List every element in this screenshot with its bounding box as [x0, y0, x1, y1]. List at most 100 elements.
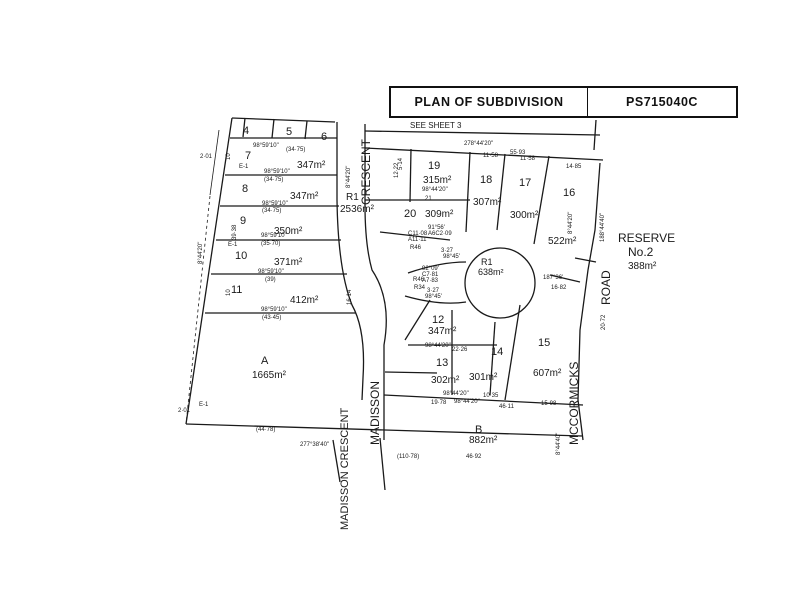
- lot-14-west-line: [489, 321, 496, 396]
- lot-label: 18: [480, 174, 492, 186]
- dim-label: A7·83: [422, 278, 439, 284]
- lot-area: 371m²: [274, 257, 303, 268]
- dim-label: 98°44'20": [425, 343, 451, 349]
- lot-4-5-line: [242, 117, 246, 138]
- lot-16-17-line: [533, 155, 550, 245]
- dim-label: 46·11: [499, 404, 515, 410]
- lot-label: 17: [519, 177, 531, 189]
- dim-label: 98°44'20": [454, 399, 480, 405]
- lot-label: 9: [240, 215, 246, 227]
- north-boundary-east: [364, 130, 601, 136]
- sheet-note: SEE SHEET 3: [410, 121, 462, 130]
- west-boundary: [185, 117, 233, 425]
- dim-label: 98°45': [425, 294, 442, 300]
- lot-area: 300m²: [510, 210, 539, 221]
- dim-label: 277°38'40": [300, 442, 329, 448]
- dim-label: 20·72: [601, 314, 607, 330]
- lot-labels: 4 5 6 7 347m² 8 347m² 9 350m² 10 371m² 1…: [231, 125, 577, 446]
- dim-label: E-1: [228, 242, 238, 248]
- lot-label: 15: [538, 337, 550, 349]
- lot-area: 350m²: [274, 226, 303, 237]
- madisson-south-east: [379, 437, 386, 491]
- lot-label: 4: [243, 125, 249, 137]
- north-east-stub: [593, 119, 597, 151]
- dim-label: 22·26: [452, 347, 468, 353]
- dim-label: 15·98: [541, 401, 557, 407]
- dim-label: 21: [425, 196, 432, 202]
- dim-label: C11·08: [408, 231, 428, 237]
- lot-area: 607m²: [533, 368, 562, 379]
- reserve-label: RESERVE: [618, 231, 675, 245]
- lot-label: R1: [481, 257, 493, 267]
- lot-area: 347m²: [290, 191, 319, 202]
- dim-label: R46: [413, 277, 425, 283]
- reserve-line: [574, 257, 597, 263]
- dim-label: (110·78): [397, 454, 419, 460]
- court-bulb: [464, 247, 536, 319]
- dim-label: (34·75): [286, 147, 305, 153]
- dim-label: 11·58: [483, 153, 499, 159]
- dim-label: 3·27: [441, 248, 454, 254]
- dim-label: 16·14: [347, 289, 353, 305]
- lot-area: 347m²: [297, 160, 326, 171]
- lot-area: 315m²: [423, 175, 452, 186]
- dim-label: 2·01: [178, 408, 191, 414]
- lot-19-west-line: [409, 148, 412, 203]
- dim-label: (44·78): [256, 427, 275, 433]
- lot-label: 19: [428, 160, 440, 172]
- road-mccormicks: MCCORMICKS: [567, 362, 581, 445]
- lot-area: 347m²: [428, 326, 457, 337]
- dimension-labels: 98°59'10" (34·75) 98°59'10" (34·75) 98°5…: [178, 141, 607, 460]
- lot-label: 5: [286, 126, 292, 138]
- reserve-number: No.2: [628, 245, 654, 259]
- dim-label: 8°44'40": [556, 433, 562, 455]
- lot-line-north: [364, 147, 604, 161]
- dim-label: 98°44'20": [422, 187, 448, 193]
- lot-label: 12: [432, 314, 444, 326]
- crescent-east-edge: [364, 124, 387, 440]
- lot-label: R1: [346, 192, 359, 203]
- lot-label: 16: [563, 187, 575, 199]
- dim-label: 278°44'20": [464, 141, 493, 147]
- dim-label: 91°56': [428, 225, 445, 231]
- plan-number: PS715040C: [626, 95, 698, 109]
- court-neck-south: [404, 295, 467, 304]
- lot-13-south-line: [384, 371, 438, 374]
- title-block: PLAN OF SUBDIVISION PS715040C: [389, 86, 738, 118]
- lot-area: 2536m²: [340, 204, 375, 215]
- lot-label: 11: [231, 284, 242, 296]
- dim-label: 16·82: [551, 285, 567, 291]
- road-madisson-lower: MADISSON CRESCENT: [339, 407, 351, 530]
- dim-label: C7·81: [422, 272, 439, 278]
- dim-label: 98°59'10": [253, 143, 279, 149]
- lot-area: 302m²: [431, 375, 460, 386]
- plan-title: PLAN OF SUBDIVISION: [391, 88, 588, 116]
- parcel-lines: [185, 117, 604, 491]
- court-neck-north: [407, 261, 467, 274]
- dim-label: E-1: [239, 164, 249, 170]
- dim-label: 98°59'10": [261, 307, 287, 313]
- dim-label: 98°45': [443, 254, 460, 260]
- lot-label: 10: [235, 250, 247, 262]
- lot-label: 7: [245, 150, 251, 162]
- dim-label: 46·92: [466, 454, 482, 460]
- lot-area: 882m²: [469, 435, 498, 446]
- reserve-area: 388m²: [628, 261, 657, 272]
- dim-label: (39): [265, 277, 276, 283]
- lot-area: 301m²: [469, 372, 498, 383]
- dim-label: 55·93: [510, 150, 526, 156]
- lot-area: 309m²: [425, 209, 454, 220]
- east-boundary: [577, 162, 601, 441]
- madisson-south-west: [332, 439, 341, 483]
- lot-14-15-line: [504, 304, 521, 401]
- dim-label: 8°44'20": [568, 212, 574, 234]
- road-madisson: MADISSON: [368, 381, 382, 445]
- lot-area: 1665m²: [252, 370, 287, 381]
- dim-label: A6C2·09: [428, 231, 452, 237]
- easement-e1: [185, 195, 211, 425]
- lot-label: 13: [436, 357, 448, 369]
- lot-area: 307m²: [473, 197, 502, 208]
- dim-label: (34·75): [262, 208, 281, 214]
- dim-label: 2·01: [200, 154, 213, 160]
